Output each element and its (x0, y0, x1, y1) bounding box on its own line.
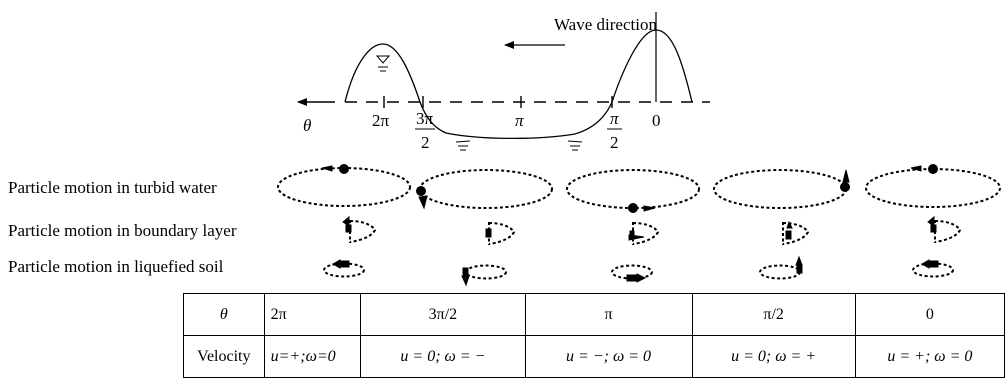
boundary-profile-0 (934, 220, 962, 243)
phase-ticks (383, 96, 613, 108)
water-surface-symbol (375, 55, 391, 72)
turbid-particle-3pi2 (416, 186, 426, 196)
liquefied-soil-particles (331, 255, 939, 287)
turbid-water-orbits (277, 167, 1001, 209)
table-cell: Velocity (183, 335, 265, 378)
phase-label-zero: 0 (652, 111, 661, 130)
trough-surface-symbol-left (455, 140, 471, 151)
table-cell: π/2 (691, 293, 856, 336)
phase-label-3pi-denominator: 2 (421, 133, 430, 152)
table-row-velocity: Velocity u=+;ω=0 u = 0; ω = − u = −; ω =… (183, 335, 1005, 378)
table-cell: π (524, 293, 693, 336)
table-cell: θ (183, 293, 265, 336)
turbid-particle-2pi (339, 164, 349, 174)
wave-particle-motion-diagram: Wave direction θ 2π 3π 2 π π 2 0 Particl… (8, 12, 1001, 287)
phase-label-pi: π (515, 111, 524, 130)
row-label-turbid-water: Particle motion in turbid water (8, 178, 217, 197)
table-row-theta: θ 2π 3π/2 π π/2 0 (183, 293, 1005, 336)
boundary-profile-3pi2 (488, 222, 516, 245)
phase-label-3pi-numerator: 3π (416, 109, 434, 128)
table-cell: u = 0; ω = + (691, 335, 856, 378)
table-cell: u = +; ω = 0 (854, 335, 1005, 378)
table-cell: u=+;ω=0 (263, 335, 362, 378)
boundary-profile-pi2 (782, 222, 810, 245)
turbid-particle-pi2 (840, 182, 850, 192)
table-cell: u = 0; ω = − (360, 335, 526, 378)
soil-orbit-pi2 (759, 264, 801, 280)
phase-label-half-pi-denominator: 2 (610, 133, 619, 152)
boundary-layer-markers (342, 215, 937, 241)
turbid-orbit-0 (865, 168, 1001, 208)
phase-velocity-table: θ 2π 3π/2 π π/2 0 Velocity u=+;ω=0 u = 0… (183, 293, 1005, 378)
turbid-particle-0 (928, 164, 938, 174)
wave-profile (344, 29, 693, 140)
row-label-boundary-layer: Particle motion in boundary layer (8, 221, 237, 240)
turbid-orbit-3pi2 (419, 169, 553, 209)
table-cell: 2π (263, 293, 362, 336)
turbid-particle-pi (628, 203, 638, 213)
table-cell: u = −; ω = 0 (524, 335, 693, 378)
turbid-water-particles (321, 164, 938, 213)
phase-label-half-pi-numerator: π (610, 109, 619, 128)
boundary-layer-profiles (345, 220, 962, 245)
table-cell: 0 (854, 293, 1005, 336)
turbid-orbit-pi (566, 169, 700, 209)
table-cell: 3π/2 (360, 293, 526, 336)
theta-label: θ (303, 116, 311, 135)
turbid-orbit-pi2 (713, 169, 847, 209)
phase-label-2pi: 2π (372, 111, 390, 130)
row-label-liquefied-soil: Particle motion in liquefied soil (8, 257, 224, 276)
wave-direction-label: Wave direction (554, 15, 657, 34)
trough-surface-symbol-right (567, 140, 583, 151)
soil-orbit-3pi2 (465, 264, 507, 280)
boundary-profile-pi (632, 222, 660, 245)
